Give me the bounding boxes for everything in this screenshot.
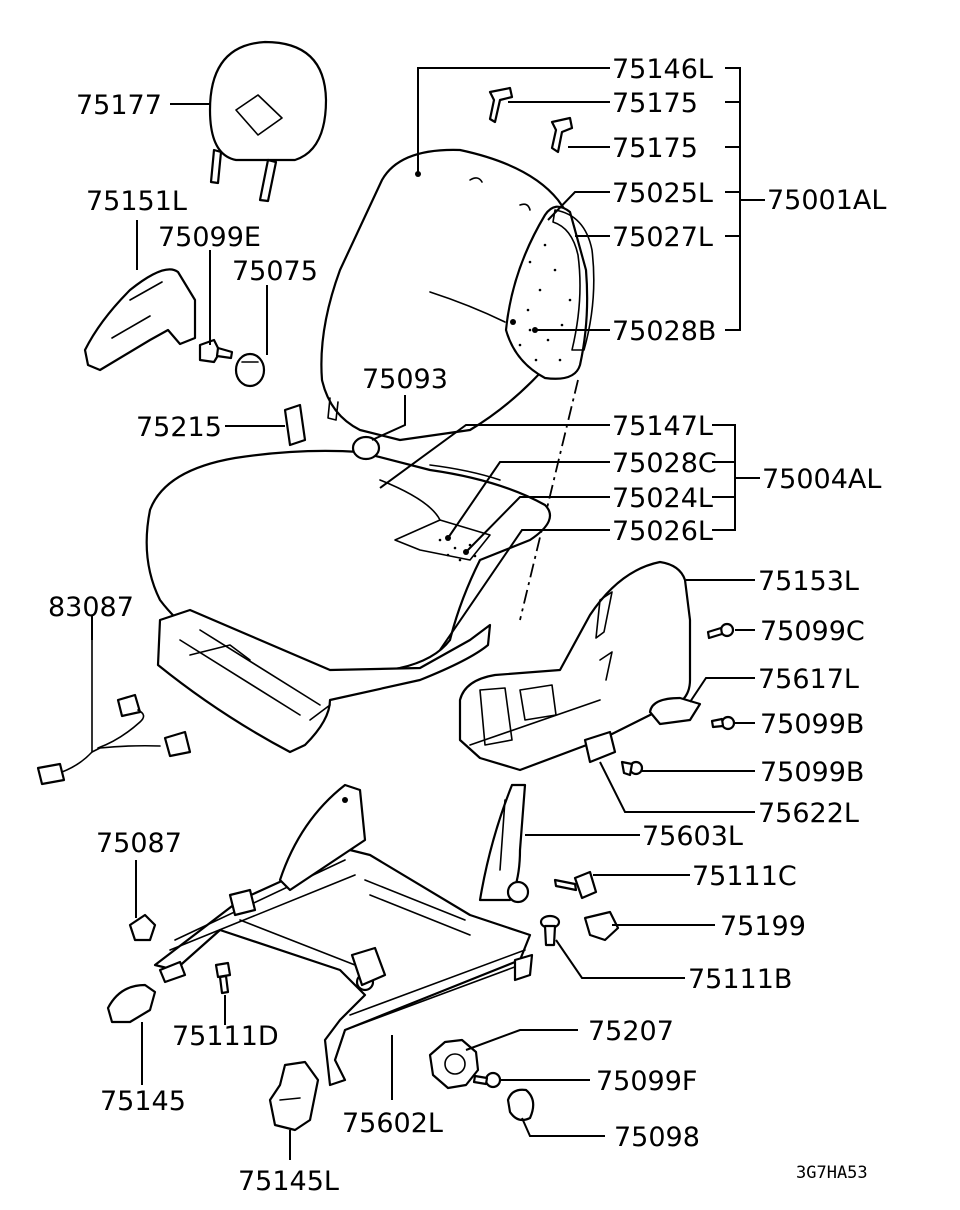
- label-75602L: 75602L: [342, 1108, 443, 1139]
- label-75145: 75145: [100, 1086, 186, 1117]
- clip-215-part: [283, 403, 307, 447]
- bolt-111c-part: [553, 870, 598, 900]
- leader-lines: [91, 67, 765, 1160]
- label-75028B: 75028B: [612, 316, 716, 347]
- seat-frame-part: [153, 783, 534, 1087]
- label-75099B-a: 75099B: [760, 709, 864, 740]
- label-75093: 75093: [362, 364, 448, 395]
- cover-617-part: [648, 696, 702, 726]
- label-75004AL: 75004AL: [762, 464, 881, 495]
- label-75207: 75207: [588, 1016, 674, 1047]
- label-75151L: 75151L: [86, 186, 187, 217]
- cover-622-part: [583, 730, 617, 764]
- label-75075: 75075: [232, 256, 318, 287]
- label-75001AL: 75001AL: [767, 185, 886, 216]
- label-75215: 75215: [136, 412, 222, 443]
- knob-093-part: [351, 435, 381, 461]
- label-75175-a: 75175: [612, 88, 698, 119]
- diagram-code: 3G7HA53: [796, 1163, 868, 1183]
- label-75199: 75199: [720, 911, 806, 942]
- screw-099e-part: [198, 338, 234, 364]
- label-75147L: 75147L: [612, 411, 713, 442]
- cushion-pan-part: [156, 608, 492, 754]
- label-75099B-b: 75099B: [760, 757, 864, 788]
- screw-099b-a-part: [710, 715, 736, 731]
- label-75603L: 75603L: [642, 821, 743, 852]
- label-75024L: 75024L: [612, 483, 713, 514]
- knob-207-part: [428, 1038, 480, 1090]
- label-83087: 83087: [48, 592, 134, 623]
- cover-145l-part: [268, 1060, 320, 1132]
- label-75111D: 75111D: [172, 1021, 279, 1052]
- back-pad-part: [504, 205, 595, 380]
- label-75098: 75098: [614, 1122, 700, 1153]
- label-75111B: 75111B: [688, 964, 792, 995]
- label-75175-b: 75175: [612, 133, 698, 164]
- bolt-111d-part: [214, 961, 232, 995]
- clip-175a-part: [488, 86, 514, 124]
- label-75617L: 75617L: [758, 664, 859, 695]
- label-75026L: 75026L: [612, 516, 713, 547]
- clip-175b-part: [550, 116, 574, 154]
- cap-098-part: [506, 1088, 535, 1122]
- bolt-111b-part: [539, 914, 561, 947]
- label-75025L: 75025L: [612, 178, 713, 209]
- shield-151-part: [83, 268, 197, 372]
- screw-099c-part: [706, 622, 735, 640]
- label-75087: 75087: [96, 828, 182, 859]
- screw-099b-b-part: [620, 760, 644, 777]
- cover-075-part: [234, 352, 266, 388]
- label-75145L: 75145L: [238, 1166, 339, 1197]
- label-75027L: 75027L: [612, 222, 713, 253]
- clip-087-part: [128, 913, 157, 942]
- label-75111C: 75111C: [692, 861, 797, 892]
- clip-199-part: [583, 910, 620, 942]
- label-75146L: 75146L: [612, 54, 713, 85]
- cover-145-part: [106, 983, 157, 1024]
- headrest-part: [208, 40, 328, 203]
- label-75099F: 75099F: [596, 1066, 697, 1097]
- label-75177: 75177: [76, 90, 162, 121]
- label-75028C: 75028C: [612, 448, 717, 479]
- label-75099E: 75099E: [158, 222, 261, 253]
- screw-099f-part: [472, 1071, 502, 1089]
- side-shield-part: [458, 560, 692, 772]
- label-75099C: 75099C: [760, 616, 865, 647]
- label-75622L: 75622L: [758, 798, 859, 829]
- label-75153L: 75153L: [758, 566, 859, 597]
- harness-part: [36, 639, 192, 786]
